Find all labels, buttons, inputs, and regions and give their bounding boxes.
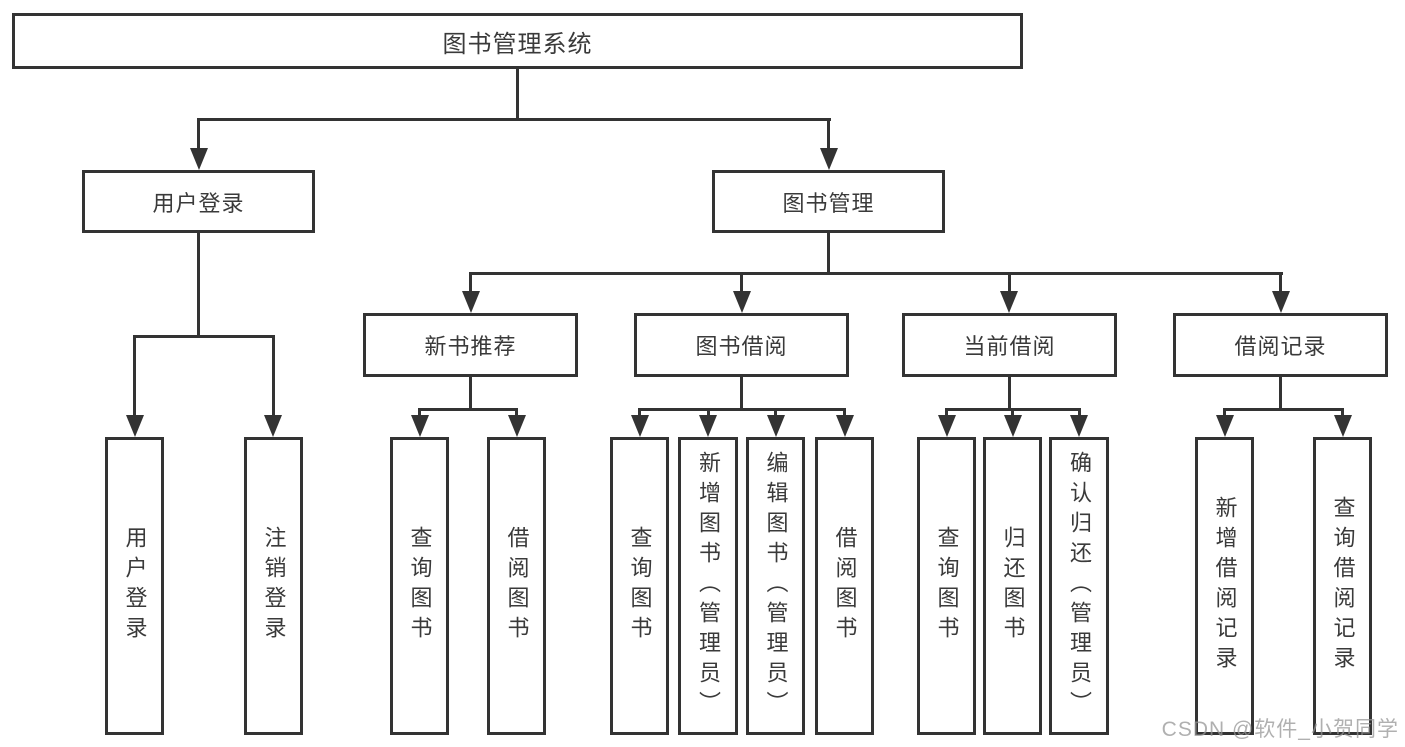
node-label: 用户登录 [152,190,245,216]
leaf-add-borrowing-record: 新增借阅记录 [1195,437,1254,735]
node-label: 新增图书（管理员） [696,451,721,721]
leaf-borrow-books-recommend: 借阅图书 [487,437,546,735]
node-label: 借阅图书 [504,526,530,646]
arrow-down-icon [508,415,526,437]
node-borrowing-records: 借阅记录 [1173,313,1388,377]
leaf-user-login: 用户登录 [105,437,164,735]
node-library-system: 图书管理系统 [12,13,1023,69]
node-label: 查询借阅记录 [1330,496,1356,676]
connector-line [707,408,710,417]
connector-line [197,118,831,121]
arrow-down-icon [699,415,717,437]
node-label: 图书管理 [782,190,875,216]
node-label: 当前借阅 [963,334,1056,359]
connector-line [774,408,777,417]
connector-line [133,335,275,338]
leaf-query-books-recommend: 查询图书 [390,437,449,735]
node-book-management: 图书管理 [712,170,945,233]
arrow-down-icon [190,148,208,170]
connector-line [516,69,519,119]
leaf-return-books: 归还图书 [983,437,1042,735]
arrow-down-icon [1216,415,1234,437]
arrow-down-icon [733,291,751,313]
connector-line [1078,408,1081,417]
leaf-query-books-current: 查询图书 [917,437,976,735]
connector-line [1223,408,1344,411]
connector-line [133,335,136,417]
node-label: 图书借阅 [695,334,788,359]
node-user-login: 用户登录 [82,170,315,233]
leaf-borrow-books-borrowing: 借阅图书 [815,437,874,735]
node-label: 借阅图书 [832,526,858,646]
connector-line [272,335,275,417]
node-label: 归还图书 [1000,526,1026,646]
connector-line [740,377,743,410]
leaf-query-books-borrowing: 查询图书 [610,437,669,735]
connector-line [1279,377,1282,410]
arrow-down-icon [411,415,429,437]
arrow-down-icon [462,291,480,313]
connector-line [740,272,743,293]
connector-line [827,233,830,274]
connector-line [638,408,846,411]
leaf-edit-book-admin: 编辑图书（管理员） [746,437,805,735]
connector-line [469,272,1283,275]
node-book-borrowing: 图书借阅 [634,313,849,377]
node-label: 新书推荐 [424,334,517,359]
leaf-add-book-admin: 新增图书（管理员） [678,437,738,735]
node-current-borrowing: 当前借阅 [902,313,1117,377]
connector-line [1223,408,1226,417]
connector-line [1008,377,1011,410]
connector-line [469,272,472,293]
node-label: 借阅记录 [1234,334,1327,359]
arrow-down-icon [126,415,144,437]
arrow-down-icon [1272,291,1290,313]
node-label: 图书管理系统 [442,30,593,58]
arrow-down-icon [1070,415,1088,437]
node-label: 注销登录 [261,526,287,646]
watermark-text: CSDN @软件_小贺同学 [1161,718,1399,741]
arrow-down-icon [820,148,838,170]
connector-line [515,408,518,417]
arrow-down-icon [1334,415,1352,437]
arrow-down-icon [938,415,956,437]
connector-line [1011,408,1014,417]
arrow-down-icon [1004,415,1022,437]
node-label: 查询图书 [407,526,433,646]
connector-line [827,118,830,150]
node-label: 查询图书 [934,526,960,646]
connector-line [418,408,421,417]
arrow-down-icon [836,415,854,437]
connector-line [638,408,641,417]
connector-line [197,233,200,335]
node-new-book-recommendation: 新书推荐 [363,313,578,377]
arrow-down-icon [264,415,282,437]
connector-line [843,408,846,417]
arrow-down-icon [1000,291,1018,313]
node-label: 查询图书 [627,526,653,646]
connector-line [1279,272,1282,293]
connector-line [1341,408,1344,417]
arrow-down-icon [767,415,785,437]
connector-line [197,118,200,150]
leaf-query-borrowing-record: 查询借阅记录 [1313,437,1372,735]
node-label: 新增借阅记录 [1212,496,1238,676]
connector-line [418,408,518,411]
arrow-down-icon [631,415,649,437]
node-label: 确认归还（管理员） [1067,451,1092,721]
connector-line [469,377,472,410]
node-label: 编辑图书（管理员） [763,451,789,721]
node-label: 用户登录 [122,526,148,646]
connector-line [1008,272,1011,293]
connector-line [945,408,948,417]
leaf-confirm-return-admin: 确认归还（管理员） [1049,437,1109,735]
leaf-logout-login: 注销登录 [244,437,303,735]
